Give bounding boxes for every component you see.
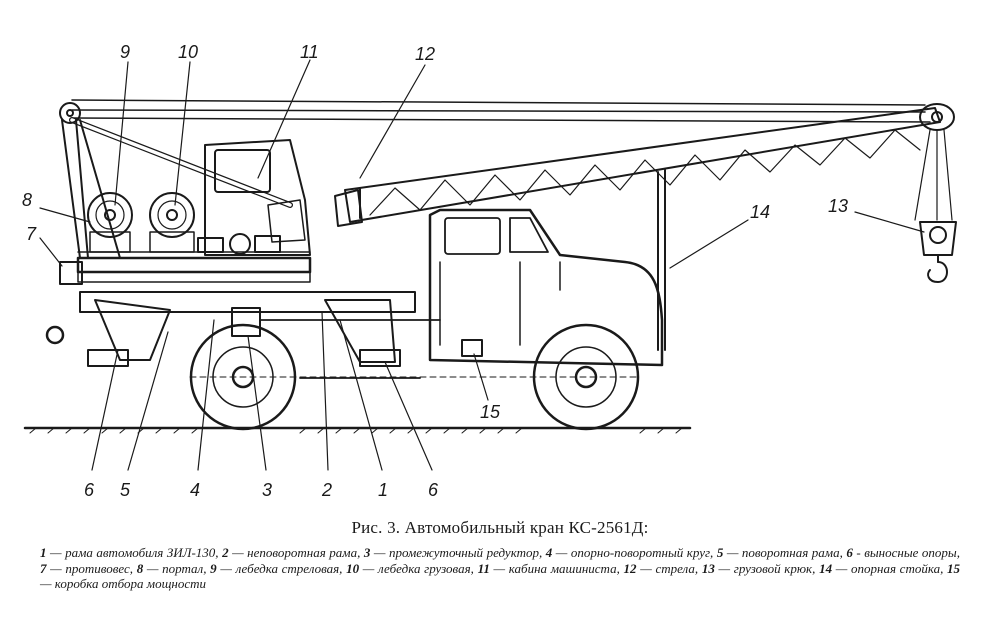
legend-item: 2 — неповоротная рама, [222, 545, 364, 560]
legend-item: 12 — стрела, [623, 560, 702, 576]
support-strut [657, 169, 666, 351]
callout-12: 12 [415, 44, 435, 64]
legend-item: 11 — кабина машиниста, [477, 560, 624, 576]
legend-item: 9 — лебедка стреловая, [210, 560, 347, 576]
callout-8: 8 [22, 190, 32, 210]
operator-cab [204, 139, 311, 256]
legend-item: 7 — противовес, [40, 560, 137, 576]
legend-item: 15 — коробка отбора мощности [40, 560, 961, 592]
gear-drive [197, 233, 281, 255]
callout-7: 7 [26, 224, 37, 244]
boom-head [914, 103, 955, 221]
truck-cab [428, 208, 664, 367]
legend-item: 4 — опорно-поворотный круг, [545, 545, 717, 560]
callout-10: 10 [178, 42, 198, 62]
callout-14: 14 [750, 202, 770, 222]
legend-item: 3 — промежуточный редуктор, [363, 545, 546, 560]
crane-diagram: 9 10 11 12 8 7 14 13 15 6 5 4 3 2 1 6 [22, 42, 957, 500]
legend-item: 8 — портал, [136, 560, 211, 576]
callout-15: 15 [480, 402, 501, 422]
callouts: 9 10 11 12 8 7 14 13 15 6 5 4 3 2 1 6 [22, 42, 848, 500]
power-takeoff-box [461, 339, 483, 357]
callout-3: 3 [262, 480, 272, 500]
callout-1: 1 [378, 480, 388, 500]
legend-item: 5 — поворотная рама, [716, 545, 847, 560]
callout-6-left: 6 [84, 480, 95, 500]
callout-13: 13 [828, 196, 848, 216]
callout-5: 5 [120, 480, 131, 500]
winch-boom [87, 192, 133, 253]
boom [334, 107, 941, 227]
callout-6-right: 6 [428, 480, 439, 500]
a-frame [59, 102, 121, 259]
figure-caption-title: Рис. 3. Автомобильный кран КС-2561Д: [351, 518, 649, 537]
legend-item: 1 — рама автомобиля ЗИЛ-130, [40, 545, 223, 560]
legend-item: 14 — опорная стойка, [819, 560, 948, 576]
legend-item: 13 — грузовой крюк, [701, 560, 820, 576]
callout-9: 9 [120, 42, 130, 62]
leader-lines [39, 59, 925, 471]
legend-item: 10 — лебедка грузовая, [346, 560, 478, 576]
winch-load [149, 192, 195, 253]
callout-11: 11 [300, 42, 319, 62]
driveshaft [259, 319, 441, 379]
intermediate-gearbox [231, 307, 261, 337]
rotating-platform [76, 251, 312, 283]
legend-item: 6 - выносные опоры, [846, 545, 960, 560]
chassis-subframe [45, 291, 416, 367]
callout-2: 2 [321, 480, 332, 500]
figure-legend: 1 — рама автомобиля ЗИЛ-130, 2 — неповор… [40, 545, 960, 592]
hook-block [919, 221, 957, 283]
callout-4: 4 [190, 480, 200, 500]
suspension-ropes [69, 99, 931, 208]
